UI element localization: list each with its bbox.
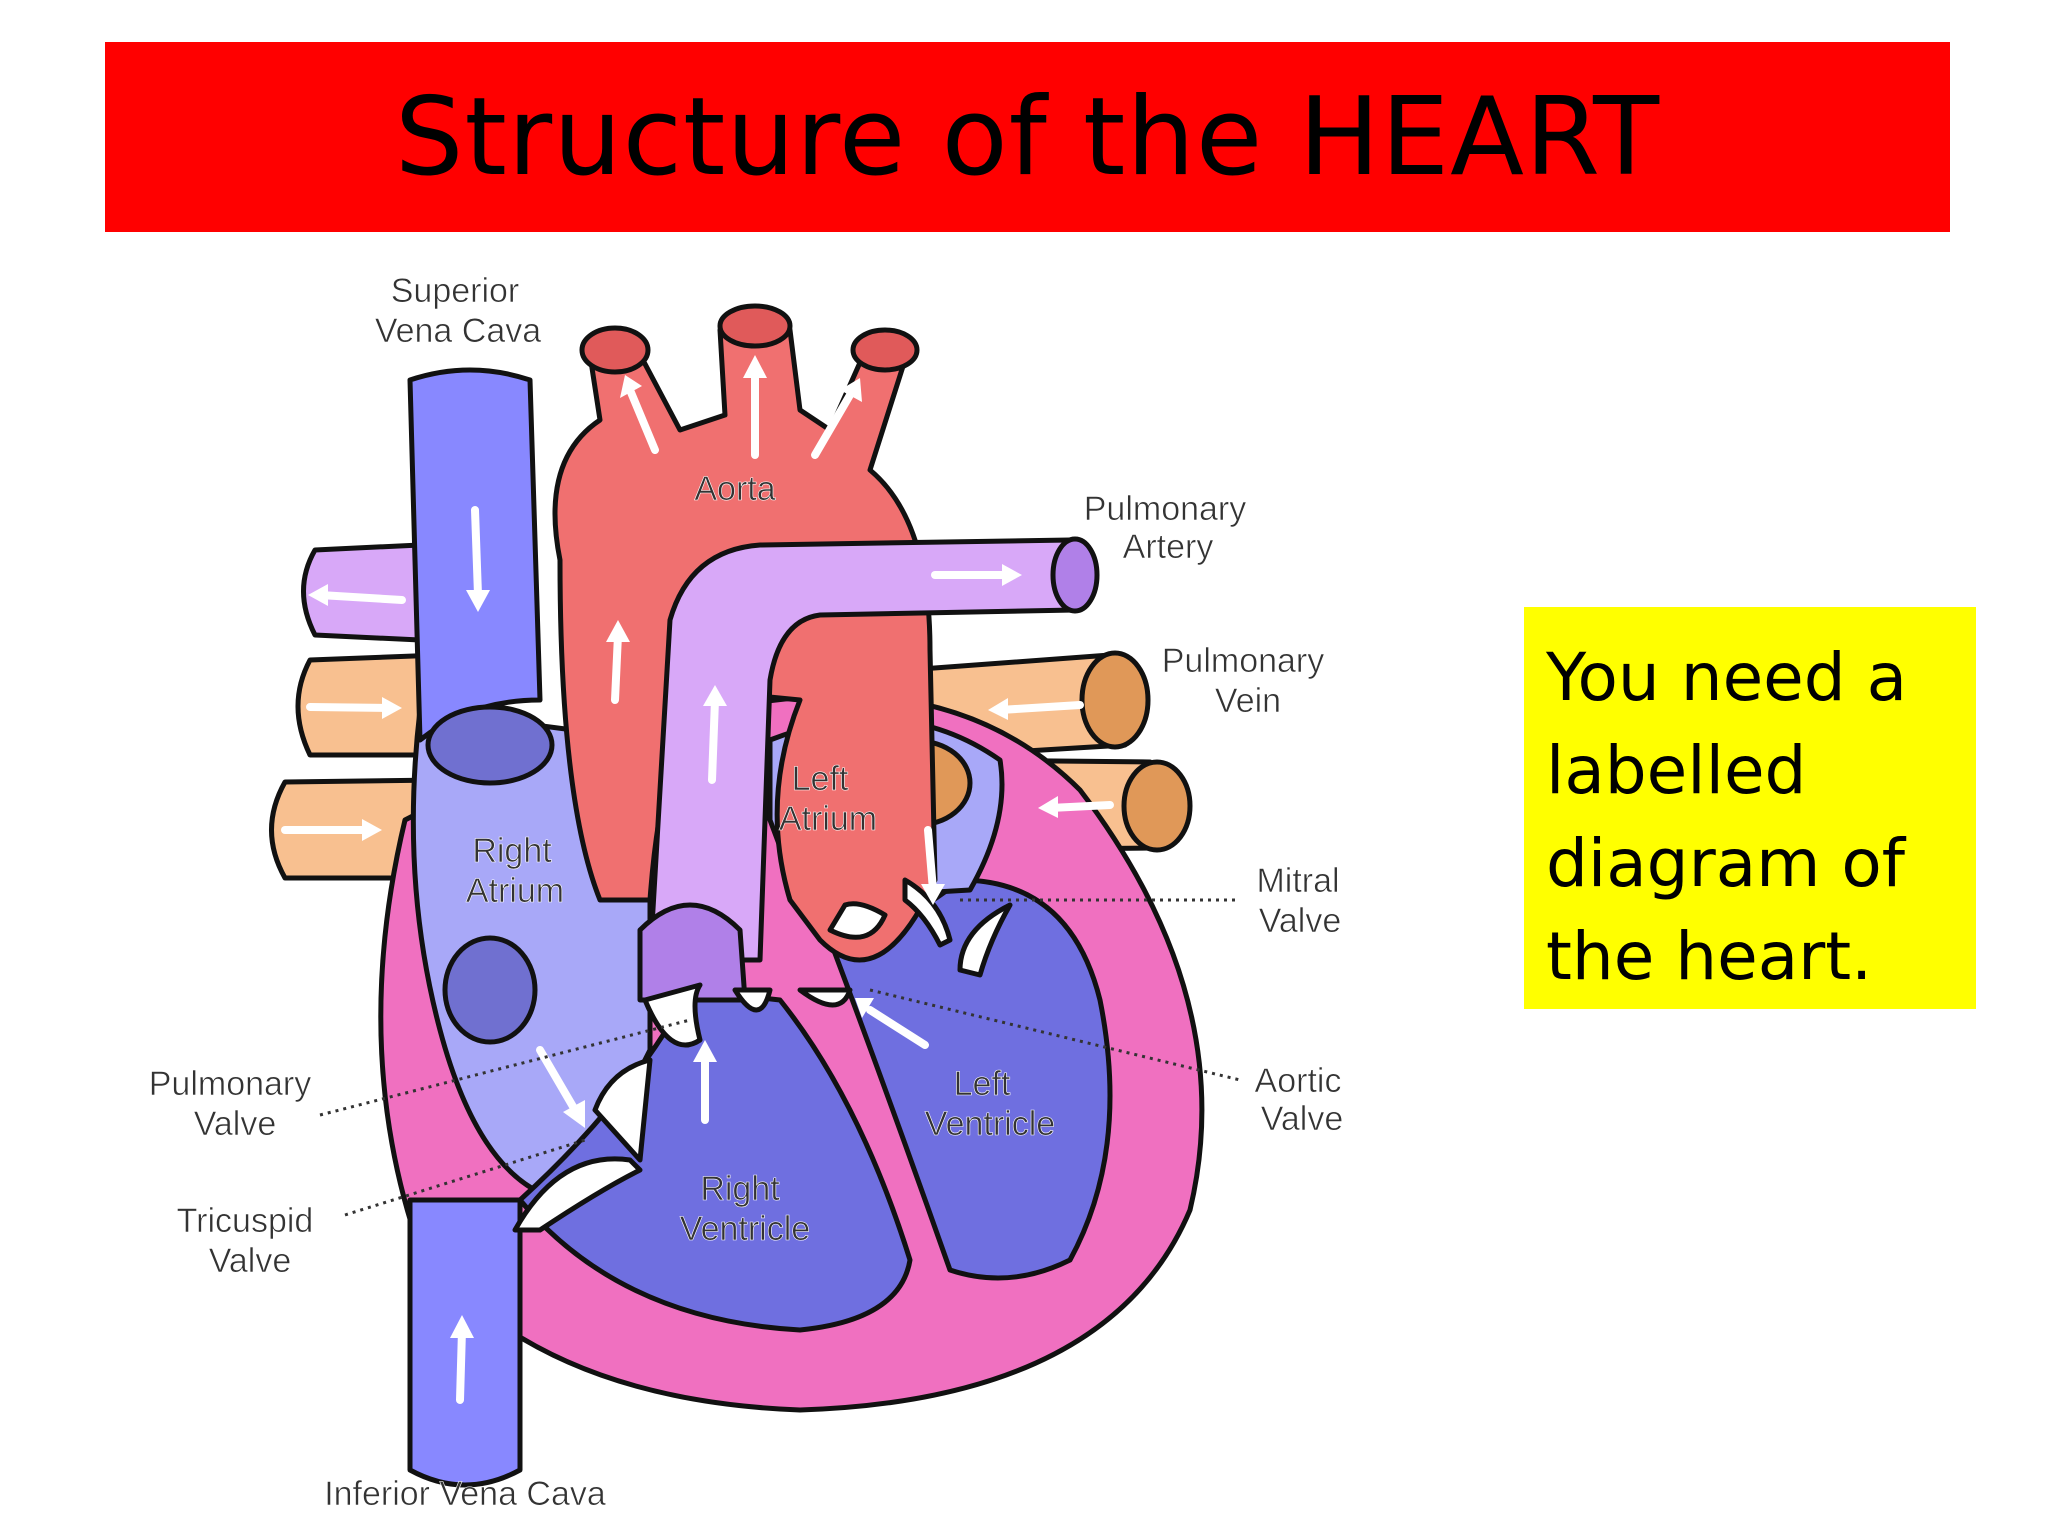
label-pulmonary-vein-line1: Pulmonary (1162, 642, 1325, 680)
pulmonary-artery-left-branch (301, 542, 423, 643)
slide-title: Structure of the HEART (394, 74, 1661, 200)
label-superior-vena-cava-line1: Superior (391, 272, 520, 310)
label-aortic-valve-line2: Valve (1261, 1100, 1344, 1138)
label-pulmonary-artery-line2: Artery (1123, 528, 1214, 566)
label-right-ventricle-line1: Right (700, 1170, 780, 1208)
title-banner: Structure of the HEART (105, 42, 1950, 232)
label-aortic-valve-line1: Aortic (1255, 1062, 1342, 1100)
blood-flow-arrows (281, 355, 1114, 1404)
tricuspid-valve (512, 1057, 653, 1233)
label-left-atrium-line2: Atrium (779, 800, 877, 838)
label-pulmonary-valve-line2: Valve (194, 1105, 277, 1143)
label-right-atrium-line1: Right (472, 832, 552, 870)
aortic-valve (797, 901, 888, 1008)
instruction-note: You need a labelled diagram of the heart… (1524, 607, 1976, 1009)
label-right-atrium-line2: Atrium (466, 872, 564, 910)
pulmonary-artery (637, 536, 1100, 1003)
right-ventricle-chamber (517, 987, 913, 1333)
pulmonary-valve (642, 982, 773, 1048)
label-left-ventricle-line2: Ventricle (925, 1105, 1055, 1143)
label-pulmonary-artery-line1: Pulmonary (1084, 490, 1247, 528)
label-mitral-valve-line2: Valve (1259, 902, 1342, 940)
mitral-valve (902, 877, 1013, 978)
label-inferior-vena-cava: Inferior Vena Cava (324, 1475, 606, 1513)
heart-diagram: Superior Vena Cava Aorta Pulmonary Arter… (148, 272, 1344, 1514)
label-tricuspid-valve-line2: Valve (209, 1242, 292, 1280)
label-aorta: Aorta (694, 470, 775, 508)
label-right-ventricle-line2: Ventricle (680, 1210, 810, 1248)
label-mitral-valve-line1: Mitral (1256, 862, 1339, 900)
label-tricuspid-valve-line1: Tricuspid (177, 1202, 314, 1240)
label-left-ventricle-line1: Left (954, 1065, 1011, 1103)
label-pulmonary-vein-line2: Vein (1215, 682, 1281, 720)
label-pulmonary-valve-line1: Pulmonary (149, 1065, 312, 1103)
label-left-atrium-line1: Left (792, 760, 849, 798)
coronary-sinus-opening (442, 935, 538, 1045)
label-superior-vena-cava-line2: Vena Cava (375, 312, 541, 350)
tricuspid-valve-leader (344, 1138, 586, 1217)
